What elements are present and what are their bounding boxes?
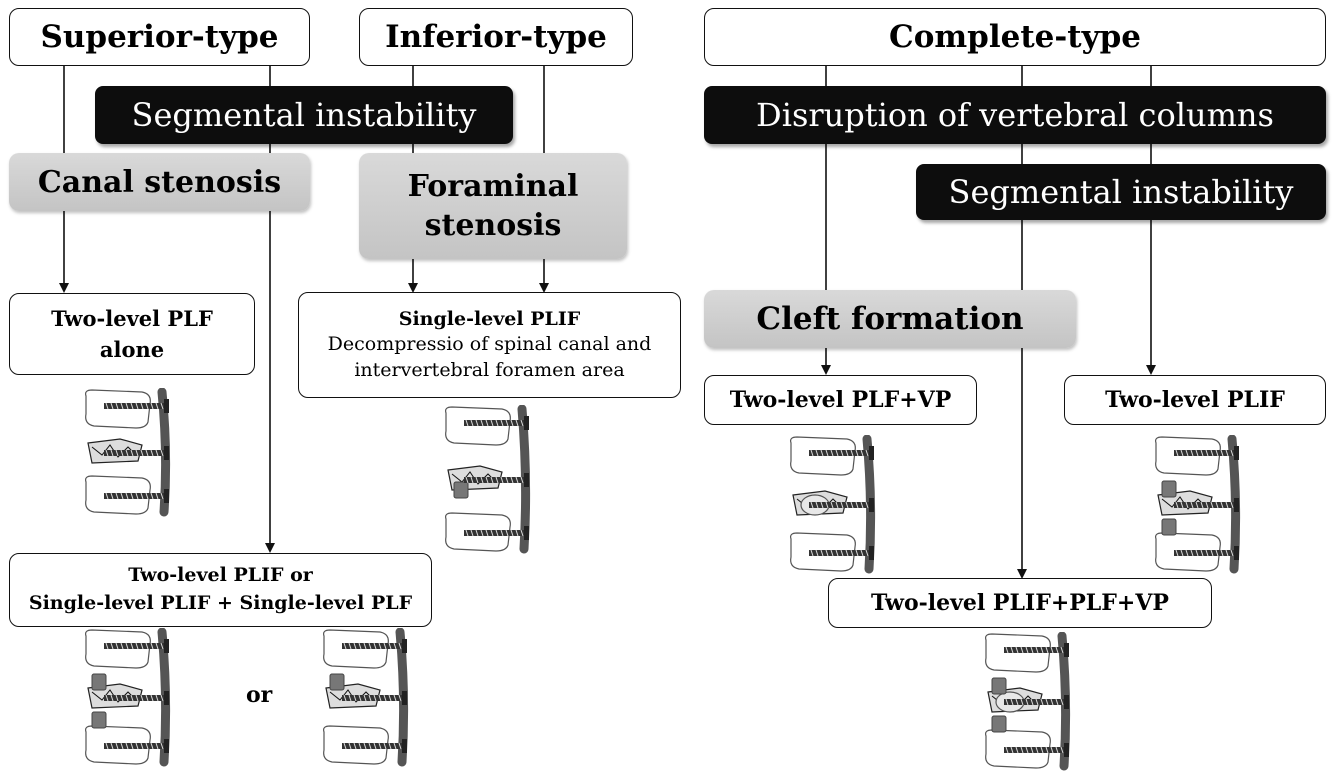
pedicle-screw-middle (1004, 699, 1066, 705)
complete-type-label: Complete-type (889, 19, 1141, 55)
superior-type-box: Superior-type (9, 8, 310, 66)
pedicle-screw-lower (104, 493, 166, 499)
segmental-instability-label-right: Segmental instability (948, 173, 1294, 211)
two-level-plif-plf-vp-box: Two-level PLIF+PLF+VP (828, 578, 1212, 628)
two-level-plif-plf-vp-label: Two-level PLIF+PLF+VP (871, 590, 1169, 616)
two-level-plif-box: Two-level PLIF (1064, 375, 1326, 425)
pedicle-screw-upper (1174, 450, 1236, 456)
cleft-formation-box: Cleft formation (704, 290, 1076, 348)
pedicle-screw-lower (1004, 747, 1066, 753)
single-level-plif-box: Single-level PLIF Decompressio of spinal… (298, 292, 681, 398)
pedicle-screw-middle (1174, 502, 1236, 508)
interbody-cage (453, 481, 469, 499)
interbody-cage-lower (991, 715, 1007, 733)
superior-type-label: Superior-type (40, 19, 279, 55)
pedicle-screw-middle (104, 450, 166, 456)
disruption-label: Disruption of vertebral columns (756, 96, 1274, 134)
spine-illustration-two-plif (1155, 435, 1241, 574)
canal-stenosis-label: Canal stenosis (37, 164, 282, 200)
pedicle-screw-lower (1174, 550, 1236, 556)
segmental-instability-box-right: Segmental instability (916, 164, 1326, 220)
spine-illustration-single-plif (445, 405, 531, 554)
two-level-plif-label: Two-level PLIF (1105, 387, 1285, 413)
spine-illustration-plf-alone (85, 388, 171, 517)
pedicle-screw-lower (464, 530, 526, 536)
spine-illustration-combo-b (323, 628, 409, 767)
single-level-plif-desc1: Decompressio of spinal canal and (327, 333, 652, 356)
single-level-plif-title: Single-level PLIF (398, 307, 581, 330)
segmental-instability-label-left: Segmental instability (131, 96, 477, 134)
interbody-cage-lower (1161, 518, 1177, 536)
pedicle-screw-upper (464, 420, 526, 426)
pedicle-screw-upper (809, 450, 871, 456)
two-level-plf-line2: alone (99, 337, 165, 362)
pedicle-screw-middle (464, 477, 526, 483)
inferior-type-label: Inferior-type (385, 19, 607, 55)
pedicle-screw-upper (104, 643, 166, 649)
interbody-cage-upper (329, 673, 345, 691)
spine-illustration-plif-plf-vp (985, 632, 1071, 771)
pedicle-screw-lower (809, 550, 871, 556)
two-level-plf-vp-label: Two-level PLF+VP (729, 387, 952, 413)
complete-type-box: Complete-type (704, 8, 1326, 66)
combo-line1: Two-level PLIF or (128, 564, 313, 587)
pedicle-screw-upper (104, 403, 166, 409)
spine-illustration-combo-a (85, 628, 171, 767)
segmental-instability-box-left: Segmental instability (95, 86, 513, 144)
pedicle-screw-upper (1004, 647, 1066, 653)
combo-box: Two-level PLIF or Single-level PLIF + Si… (9, 553, 432, 627)
single-level-plif-desc2: intervertebral foramen area (354, 358, 625, 381)
foraminal-stenosis-line1: Foraminal (407, 169, 579, 204)
two-level-plf-alone-box: Two-level PLF alone (9, 293, 255, 375)
foraminal-stenosis-box: Foraminal stenosis (359, 153, 627, 259)
interbody-cage-upper (1161, 480, 1177, 498)
disruption-box: Disruption of vertebral columns (704, 86, 1326, 144)
interbody-cage-upper (91, 673, 107, 691)
interbody-cage-upper (991, 677, 1007, 695)
pedicle-screw-middle (104, 695, 166, 701)
pedicle-screw-lower (342, 743, 404, 749)
pedicle-screw-middle (342, 695, 404, 701)
inferior-type-box: Inferior-type (359, 8, 633, 66)
canal-stenosis-box: Canal stenosis (9, 153, 310, 211)
two-level-plf-vp-box: Two-level PLF+VP (704, 375, 977, 425)
pedicle-screw-middle (809, 502, 871, 508)
or-label: or (246, 682, 273, 708)
interbody-cage-lower (91, 711, 107, 729)
spine-illustration-plf-vp (790, 435, 876, 574)
two-level-plf-line1: Two-level PLF (51, 305, 213, 331)
cleft-formation-label: Cleft formation (756, 301, 1024, 337)
pedicle-screw-upper (342, 643, 404, 649)
foraminal-stenosis-line2: stenosis (424, 208, 562, 243)
pedicle-screw-lower (104, 743, 166, 749)
combo-line2: Single-level PLIF + Single-level PLF (28, 592, 413, 614)
